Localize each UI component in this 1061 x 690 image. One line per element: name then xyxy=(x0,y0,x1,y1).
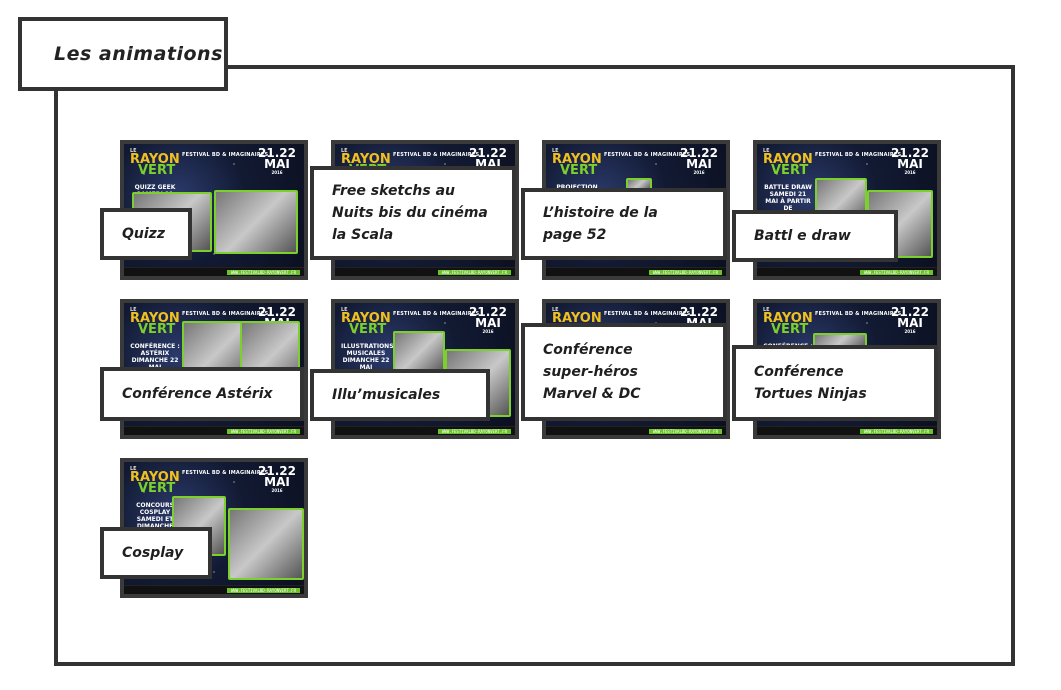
festival-name: FESTIVAL BD & IMAGINAIRES xyxy=(393,152,480,158)
festival-url: WWW.FESTIVALBD-RAYONVERT.FR xyxy=(859,270,933,275)
rayon-vert-logo: LE RAYON VERT xyxy=(130,466,180,496)
festival-date: 21.22 MAI 2016 xyxy=(469,305,507,334)
poster-photo xyxy=(214,190,298,254)
poster-photo xyxy=(228,508,304,580)
rayon-vert-logo: LE RAYON VERT xyxy=(341,307,391,337)
rayon-vert-logo: LE RAYON VERT xyxy=(130,148,180,178)
festival-url: WWW.FESTIVALBD-RAYONVERT.FR xyxy=(437,429,511,434)
animations-frame xyxy=(54,65,1015,666)
animation-label[interactable]: Illu’musicales xyxy=(310,369,490,421)
rayon-vert-logo: LE RAYON VERT xyxy=(130,307,180,337)
festival-url: WWW.FESTIVALBD-RAYONVERT.FR xyxy=(226,588,300,593)
festival-url: WWW.FESTIVALBD-RAYONVERT.FR xyxy=(226,270,300,275)
festival-url: WWW.FESTIVALBD-RAYONVERT.FR xyxy=(859,429,933,434)
festival-url: WWW.FESTIVALBD-RAYONVERT.FR xyxy=(648,270,722,275)
animation-label[interactable]: Battl e draw xyxy=(732,210,898,262)
animation-label[interactable]: Conférence super-héros Marvel & DC xyxy=(521,323,727,421)
poster-footer xyxy=(335,426,515,435)
festival-url: WWW.FESTIVALBD-RAYONVERT.FR xyxy=(437,270,511,275)
festival-url: WWW.FESTIVALBD-RAYONVERT.FR xyxy=(648,429,722,434)
animation-label[interactable]: Conférence Tortues Ninjas xyxy=(732,345,938,421)
festival-date: 21.22 MAI 2016 xyxy=(891,305,929,334)
rayon-vert-logo: LE RAYON VERT xyxy=(763,307,813,337)
festival-name: FESTIVAL BD & IMAGINAIRES xyxy=(815,152,902,158)
festival-date: 21.22 MAI 2016 xyxy=(258,146,296,175)
animation-label[interactable]: Conférence Astérix xyxy=(100,367,304,421)
animation-label[interactable]: Free sketchs au Nuits bis du cinéma la S… xyxy=(310,166,516,260)
animation-label[interactable]: L’histoire de la page 52 xyxy=(521,188,727,260)
festival-name: FESTIVAL BD & IMAGINAIRES xyxy=(182,470,269,476)
section-title: Les animations xyxy=(18,17,228,91)
festival-name: FESTIVAL BD & IMAGINAIRES xyxy=(393,311,480,317)
festival-name: FESTIVAL BD & IMAGINAIRES xyxy=(815,311,902,317)
poster-footer xyxy=(546,267,726,276)
poster-footer xyxy=(124,267,304,276)
festival-name: FESTIVAL BD & IMAGINAIRES xyxy=(604,152,691,158)
festival-date: 21.22 MAI 2016 xyxy=(891,146,929,175)
poster-event-text: ILLUSTRATIONS MUSICALES DIMANCHE 22 MAI xyxy=(341,343,394,371)
festival-name: FESTIVAL BD & IMAGINAIRES xyxy=(604,311,691,317)
poster-footer xyxy=(124,426,304,435)
rayon-vert-logo: LE RAYON VERT xyxy=(763,148,813,178)
poster-footer xyxy=(335,267,515,276)
poster-footer xyxy=(757,267,937,276)
festival-date: 21.22 MAI 2016 xyxy=(258,464,296,493)
poster-event-text: BATTLE DRAW SAMEDI 21 MAI À PARTIR DE xyxy=(764,184,812,212)
poster-footer xyxy=(757,426,937,435)
festival-name: FESTIVAL BD & IMAGINAIRES xyxy=(182,152,269,158)
rayon-vert-logo: LE RAYON VERT xyxy=(552,148,602,178)
festival-url: WWW.FESTIVALBD-RAYONVERT.FR xyxy=(226,429,300,434)
poster-footer xyxy=(124,585,304,594)
animation-label[interactable]: Cosplay xyxy=(100,527,212,579)
animation-label[interactable]: Quizz xyxy=(100,208,192,260)
festival-name: FESTIVAL BD & IMAGINAIRES xyxy=(182,311,269,317)
poster-footer xyxy=(546,426,726,435)
festival-date: 21.22 MAI 2016 xyxy=(680,146,718,175)
